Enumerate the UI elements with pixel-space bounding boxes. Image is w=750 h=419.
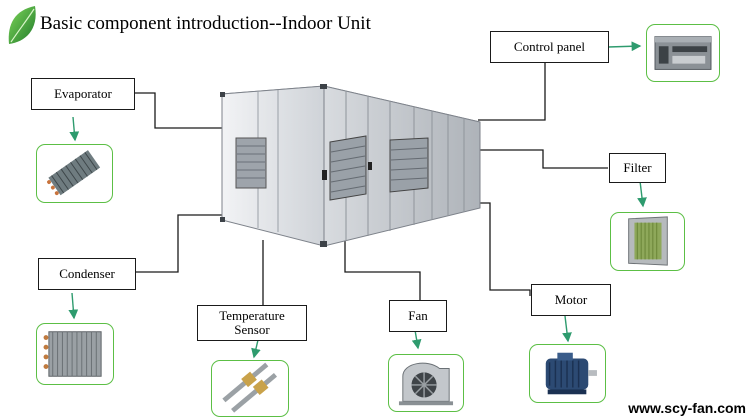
- indoor-unit-image: [220, 84, 481, 247]
- motor-label: Motor: [531, 284, 611, 316]
- condenser-image: [36, 323, 114, 385]
- page-title: Basic component introduction--Indoor Uni…: [40, 13, 371, 34]
- evaporator-image: [36, 144, 113, 203]
- evaporator-label: Evaporator: [31, 78, 135, 110]
- condenser-label: Condenser: [38, 258, 136, 290]
- leaf-icon: [8, 6, 36, 44]
- temperature-sensor-label-line1: Temperature: [219, 308, 285, 323]
- control-panel-label: Control panel: [490, 31, 609, 63]
- motor-image: [529, 344, 606, 403]
- control-panel-image: [646, 24, 720, 82]
- fan-label: Fan: [389, 300, 447, 332]
- temperature-sensor-image: [211, 360, 289, 417]
- temperature-sensor-label: Temperature Sensor: [197, 305, 307, 341]
- fan-image: [388, 354, 464, 412]
- temperature-sensor-label-line2: Sensor: [234, 322, 270, 337]
- filter-image: [610, 212, 685, 271]
- filter-label: Filter: [609, 153, 666, 183]
- website-watermark: www.scy-fan.com: [628, 400, 746, 416]
